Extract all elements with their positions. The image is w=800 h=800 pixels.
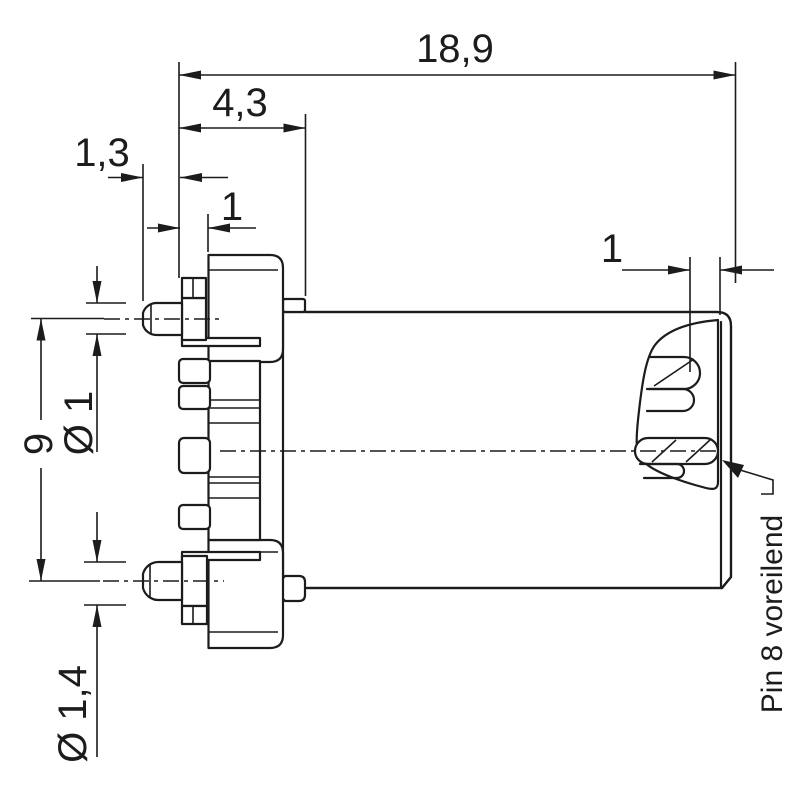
dimension-pin-pitch: 9 bbox=[17, 317, 104, 582]
slanted-mating-face bbox=[633, 318, 720, 490]
contact-stubs bbox=[177, 357, 212, 531]
dimension-pin8-lead: 1 bbox=[601, 227, 774, 372]
dim-pin-protrusion-label: 1,3 bbox=[74, 131, 130, 175]
stub-pin bbox=[177, 384, 212, 411]
dim-front-section-label: 4,3 bbox=[212, 81, 268, 125]
leader-arrowhead bbox=[722, 460, 744, 478]
key-nub-top bbox=[281, 297, 307, 314]
dim-pin-pitch-label: 9 bbox=[17, 433, 61, 455]
pin8-note-label: Pin 8 voreilend bbox=[756, 515, 789, 713]
dimension-pin-dia-large: Ø 1,4 bbox=[51, 512, 126, 763]
leader-line bbox=[739, 469, 774, 495]
dim-pin-dia-large-label: Ø 1,4 bbox=[51, 665, 95, 763]
pin-bottom bbox=[141, 554, 209, 626]
pin-retainer bbox=[180, 276, 208, 300]
dimension-total-length: 18,9 bbox=[178, 27, 737, 283]
connector-barrel bbox=[281, 310, 733, 590]
centerlines bbox=[103, 318, 716, 582]
dimension-stub-length: 1 bbox=[147, 185, 256, 252]
dimension-pin-protrusion: 1,3 bbox=[74, 131, 228, 301]
carrier-tab-top bbox=[180, 336, 262, 348]
pin-cavity-bottom bbox=[638, 462, 686, 480]
hatch-line bbox=[653, 358, 695, 387]
stub-pin bbox=[177, 503, 212, 531]
stub-pin bbox=[177, 357, 212, 385]
dim-pin-dia-small-label: Ø 1 bbox=[57, 391, 101, 455]
dim-pin8-lead-label: 1 bbox=[601, 227, 623, 271]
hatch-line bbox=[685, 439, 711, 463]
pin-shaft bbox=[141, 301, 184, 337]
pin-top bbox=[141, 276, 208, 342]
dim-stub-length-label: 1 bbox=[221, 185, 243, 229]
dimension-front-section: 4,3 bbox=[179, 81, 307, 296]
pin-retainer bbox=[180, 604, 209, 626]
flange-top bbox=[207, 253, 285, 364]
pin-cavity-middle bbox=[645, 387, 696, 413]
pin-cavity-top bbox=[647, 355, 702, 391]
dim-total-length-label: 18,9 bbox=[416, 27, 494, 71]
pin8-note: Pin 8 voreilend bbox=[722, 460, 789, 713]
pin-shaft bbox=[141, 560, 184, 602]
stub-pin bbox=[177, 436, 212, 475]
dimension-pin-dia-small: Ø 1 bbox=[57, 266, 126, 455]
connector-side-view bbox=[103, 253, 733, 650]
